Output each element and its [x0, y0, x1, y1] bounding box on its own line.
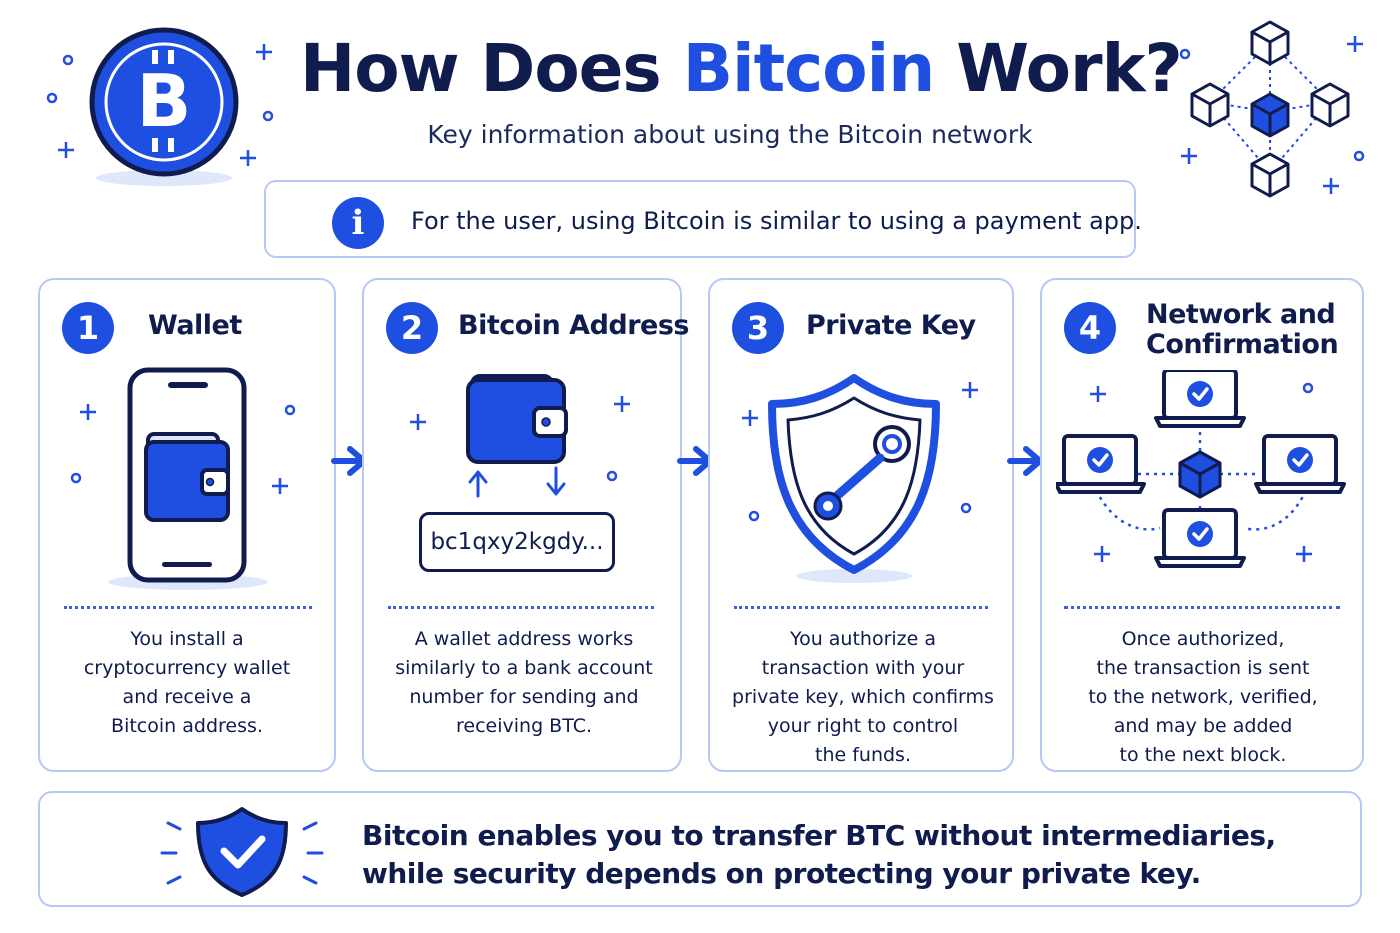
step-card-wallet: 1 Wallet You install a cryptocurrency wa…: [38, 278, 336, 772]
divider: [388, 606, 654, 609]
desc-line: private key, which confirms: [732, 686, 994, 708]
divider: [734, 606, 988, 609]
step-title: Network and Confirmation: [1146, 299, 1339, 360]
desc-line: Bitcoin address.: [111, 715, 263, 737]
desc-line: transaction with your: [761, 657, 965, 679]
desc-line: receiving BTC.: [456, 715, 592, 737]
shield-key-icon: [742, 374, 978, 583]
desc-line: Once authorized,: [1121, 628, 1285, 650]
bitcoin-coin-icon: B: [46, 27, 274, 186]
step-description: You authorize a transaction with your pr…: [716, 625, 1010, 770]
desc-line: the funds.: [815, 744, 911, 766]
step-description: You install a cryptocurrency wallet and …: [54, 625, 320, 741]
step-number: 4: [1064, 302, 1116, 354]
desc-line: to the network, verified,: [1088, 686, 1318, 708]
step-description: Once authorized, the transaction is sent…: [1050, 625, 1356, 770]
title-prefix: How Does: [300, 30, 683, 107]
divider: [64, 606, 312, 609]
desc-line: the transaction is sent: [1096, 657, 1310, 679]
step-card-private-key: 3 Private Key You authorize a transactio…: [708, 278, 1014, 772]
step-number: 2: [386, 302, 438, 354]
page-title: How Does Bitcoin Work?: [300, 30, 1183, 107]
svg-text:B: B: [137, 59, 192, 143]
smartphone-wallet-icon: [70, 367, 296, 590]
summary-line: Bitcoin enables you to transfer BTC with…: [362, 819, 1276, 852]
page-subtitle: Key information about using the Bitcoin …: [427, 120, 1033, 149]
desc-line: and may be added: [1113, 715, 1293, 737]
info-icon: i: [332, 197, 384, 249]
step-title: Private Key: [806, 310, 976, 341]
step-card-bitcoin-address: 2 Bitcoin Address bc1qxy2kgdy... A walle…: [362, 278, 690, 772]
desc-line: and receive a: [122, 686, 252, 708]
step-title: Wallet: [148, 310, 242, 341]
desc-line: your right to control: [767, 715, 959, 737]
step-number: 3: [732, 302, 784, 354]
step-number: 1: [62, 302, 114, 354]
step-description: A wallet address works similarly to a ba…: [376, 625, 672, 741]
divider: [1064, 606, 1340, 609]
blockchain-network-icon: [1179, 20, 1365, 198]
desc-line: A wallet address works: [414, 628, 634, 650]
title-accent: Bitcoin: [682, 30, 936, 107]
desc-line: cryptocurrency wallet: [83, 657, 291, 679]
title-suffix: Work?: [934, 30, 1183, 107]
desc-line: similarly to a bank account: [395, 657, 653, 679]
wallet-icon: [410, 374, 630, 498]
desc-line: You authorize a: [789, 628, 937, 650]
desc-line: to the next block.: [1119, 744, 1287, 766]
network-laptops-icon: [1056, 370, 1346, 568]
desc-line: number for sending and: [409, 686, 639, 708]
info-text: For the user, using Bitcoin is similar t…: [411, 207, 1142, 235]
bitcoin-address-field: bc1qxy2kgdy...: [419, 512, 615, 572]
summary-text: Bitcoin enables you to transfer BTC with…: [362, 817, 1322, 893]
shield-check-icon: [160, 807, 324, 897]
step-title: Bitcoin Address: [458, 310, 690, 341]
summary-line: while security depends on protecting you…: [362, 857, 1201, 890]
summary-banner: Bitcoin enables you to transfer BTC with…: [38, 791, 1362, 907]
info-banner: i For the user, using Bitcoin is similar…: [264, 180, 1142, 258]
step-card-network-confirmation: 4 Network and Confirmation: [1040, 278, 1364, 772]
desc-line: You install a: [130, 628, 244, 650]
